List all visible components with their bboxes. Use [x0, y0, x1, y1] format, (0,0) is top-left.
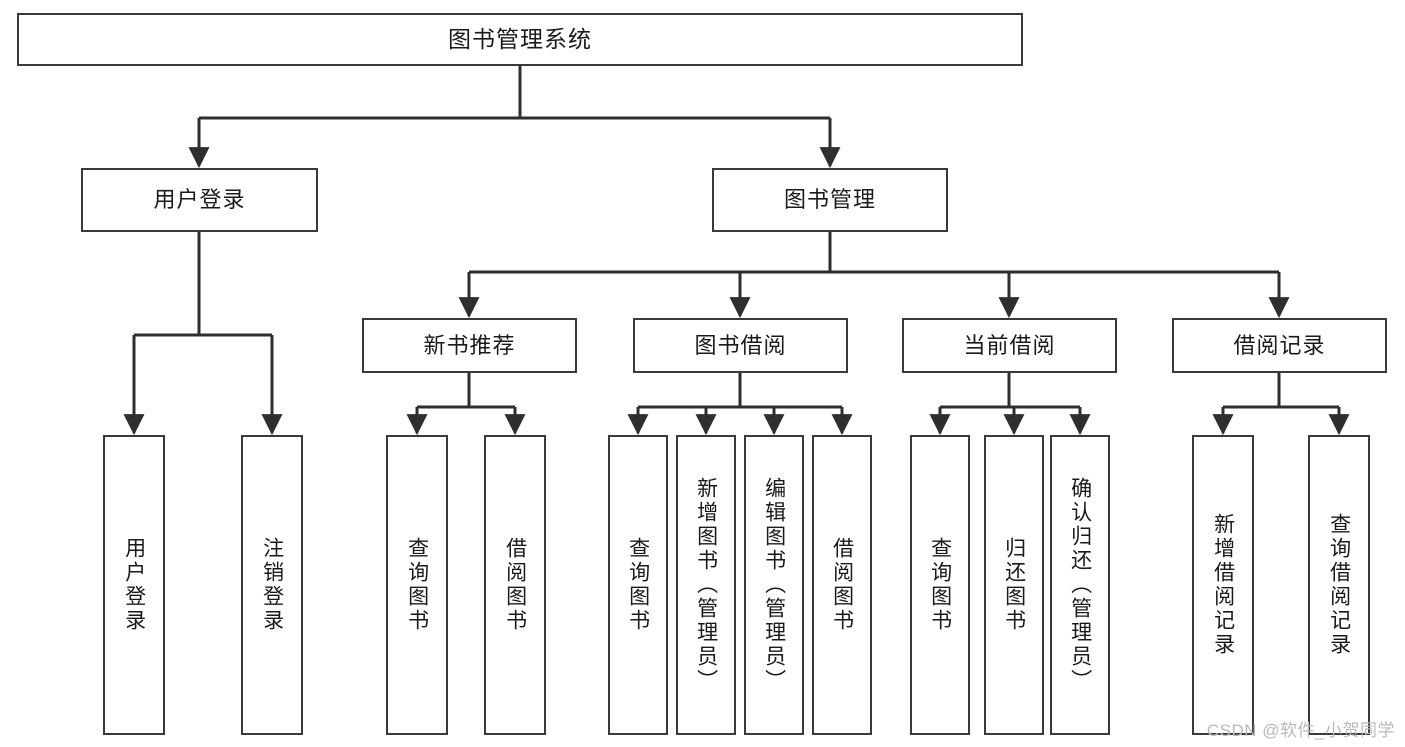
node-leaf-rec-add-label: 新增借阅记录	[1211, 513, 1235, 657]
node-leaf-rec-add[interactable]: 新增借阅记录	[1192, 435, 1254, 735]
node-book-borrow[interactable]: 图书借阅	[633, 318, 848, 373]
node-leaf-user-login-label: 用户登录	[122, 537, 146, 633]
node-leaf-rec-borrow-label: 借阅图书	[503, 537, 527, 633]
csdn-watermark: CSDN @软件_小贺同学	[1206, 721, 1395, 740]
node-leaf-rec-search[interactable]: 查询借阅记录	[1308, 435, 1370, 735]
node-book-manage-label: 图书管理	[783, 187, 876, 213]
node-leaf-borrow-edit-label: 编辑图书（管理员）	[762, 477, 786, 693]
node-leaf-user-logout-label: 注销登录	[260, 537, 284, 633]
node-leaf-borrow-query[interactable]: 查询图书	[608, 435, 668, 735]
node-user-login-label: 用户登录	[153, 187, 246, 213]
node-leaf-rec-query[interactable]: 查询图书	[386, 435, 448, 735]
node-leaf-rec-query-label: 查询图书	[405, 537, 429, 633]
node-borrow-record-label: 借阅记录	[1233, 332, 1326, 358]
node-leaf-rec-borrow[interactable]: 借阅图书	[484, 435, 546, 735]
node-leaf-rec-search-label: 查询借阅记录	[1327, 513, 1351, 657]
node-leaf-borrow-lend[interactable]: 借阅图书	[812, 435, 872, 735]
node-leaf-user-login[interactable]: 用户登录	[103, 435, 165, 735]
node-new-book-rec[interactable]: 新书推荐	[362, 318, 577, 373]
node-book-manage[interactable]: 图书管理	[712, 168, 948, 232]
node-leaf-cur-return-label: 归还图书	[1002, 537, 1026, 633]
node-leaf-cur-query[interactable]: 查询图书	[910, 435, 970, 735]
node-leaf-borrow-query-label: 查询图书	[626, 537, 650, 633]
node-leaf-borrow-add-label: 新增图书（管理员）	[694, 477, 718, 693]
node-root[interactable]: 图书管理系统	[17, 13, 1023, 66]
node-leaf-cur-return[interactable]: 归还图书	[984, 435, 1044, 735]
node-root-label: 图书管理系统	[448, 26, 592, 53]
node-leaf-borrow-add[interactable]: 新增图书（管理员）	[676, 435, 736, 735]
node-leaf-borrow-edit[interactable]: 编辑图书（管理员）	[744, 435, 804, 735]
node-leaf-cur-confirm-label: 确认归还（管理员）	[1068, 477, 1092, 693]
node-current-borrow[interactable]: 当前借阅	[902, 318, 1117, 373]
node-new-book-rec-label: 新书推荐	[423, 332, 516, 358]
node-leaf-borrow-lend-label: 借阅图书	[830, 537, 854, 633]
node-leaf-user-logout[interactable]: 注销登录	[241, 435, 303, 735]
node-user-login[interactable]: 用户登录	[81, 168, 318, 232]
node-book-borrow-label: 图书借阅	[694, 332, 787, 358]
node-leaf-cur-confirm[interactable]: 确认归还（管理员）	[1050, 435, 1110, 735]
node-leaf-cur-query-label: 查询图书	[928, 537, 952, 633]
node-borrow-record[interactable]: 借阅记录	[1172, 318, 1387, 373]
node-current-borrow-label: 当前借阅	[963, 332, 1056, 358]
